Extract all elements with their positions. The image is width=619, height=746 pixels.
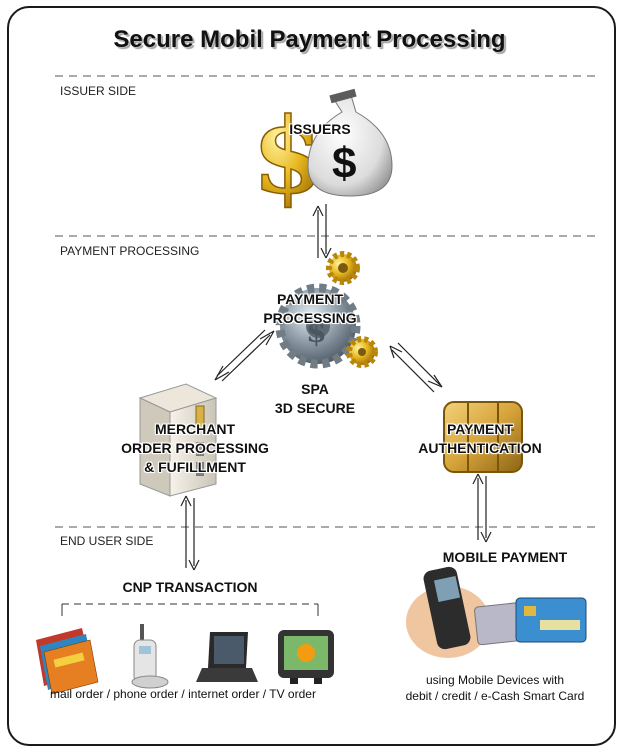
arrow-issuer-processing xyxy=(312,204,332,259)
issuers-label: ISSUERS xyxy=(289,121,351,137)
gears-icon: $ xyxy=(275,251,378,369)
merchant-label: MERCHANT ORDER PROCESSING & FUFILLMENT xyxy=(121,421,269,475)
spa-label: SPA 3D SECURE xyxy=(274,381,356,416)
mobile-payment-label: MOBILE PAYMENT xyxy=(442,549,568,565)
tv-icon xyxy=(278,630,334,684)
arrow-merchant-cnp xyxy=(180,495,200,571)
cordless-phone-icon xyxy=(131,624,169,689)
arrow-auth-processing xyxy=(389,342,443,393)
mobile-devices-caption: using Mobile Devices with debit / credit… xyxy=(405,673,585,703)
money-bag-icon: $ xyxy=(307,88,393,197)
cnp-bracket-ends xyxy=(61,604,319,616)
cnp-channels-caption: mail order / phone order / internet orde… xyxy=(50,687,316,701)
section-issuer-side: ISSUER SIDE xyxy=(60,84,137,98)
payment-processing-label: PAYMENT PROCESSING xyxy=(263,291,357,326)
server-icon xyxy=(138,383,218,497)
mobile-phone-icon xyxy=(406,566,490,658)
arrow-auth-mobile xyxy=(472,473,492,543)
payment-authentication-label: PAYMENT AUTHENTICATION xyxy=(418,421,542,456)
smart-chip-icon xyxy=(443,401,523,473)
svg-text:$: $ xyxy=(332,139,356,188)
page-title: Secure Mobil Payment Processing xyxy=(113,26,506,53)
cnp-transaction-label: CNP TRANSACTION xyxy=(122,579,258,595)
laptop-icon xyxy=(196,632,258,682)
smart-cards-icon xyxy=(474,597,587,646)
section-payment-processing: PAYMENT PROCESSING xyxy=(60,244,200,258)
arrow-merchant-processing xyxy=(214,329,275,382)
magazines-icon xyxy=(36,628,99,695)
section-end-user-side: END USER SIDE xyxy=(60,534,154,548)
svg-text:$: $ xyxy=(306,315,327,350)
